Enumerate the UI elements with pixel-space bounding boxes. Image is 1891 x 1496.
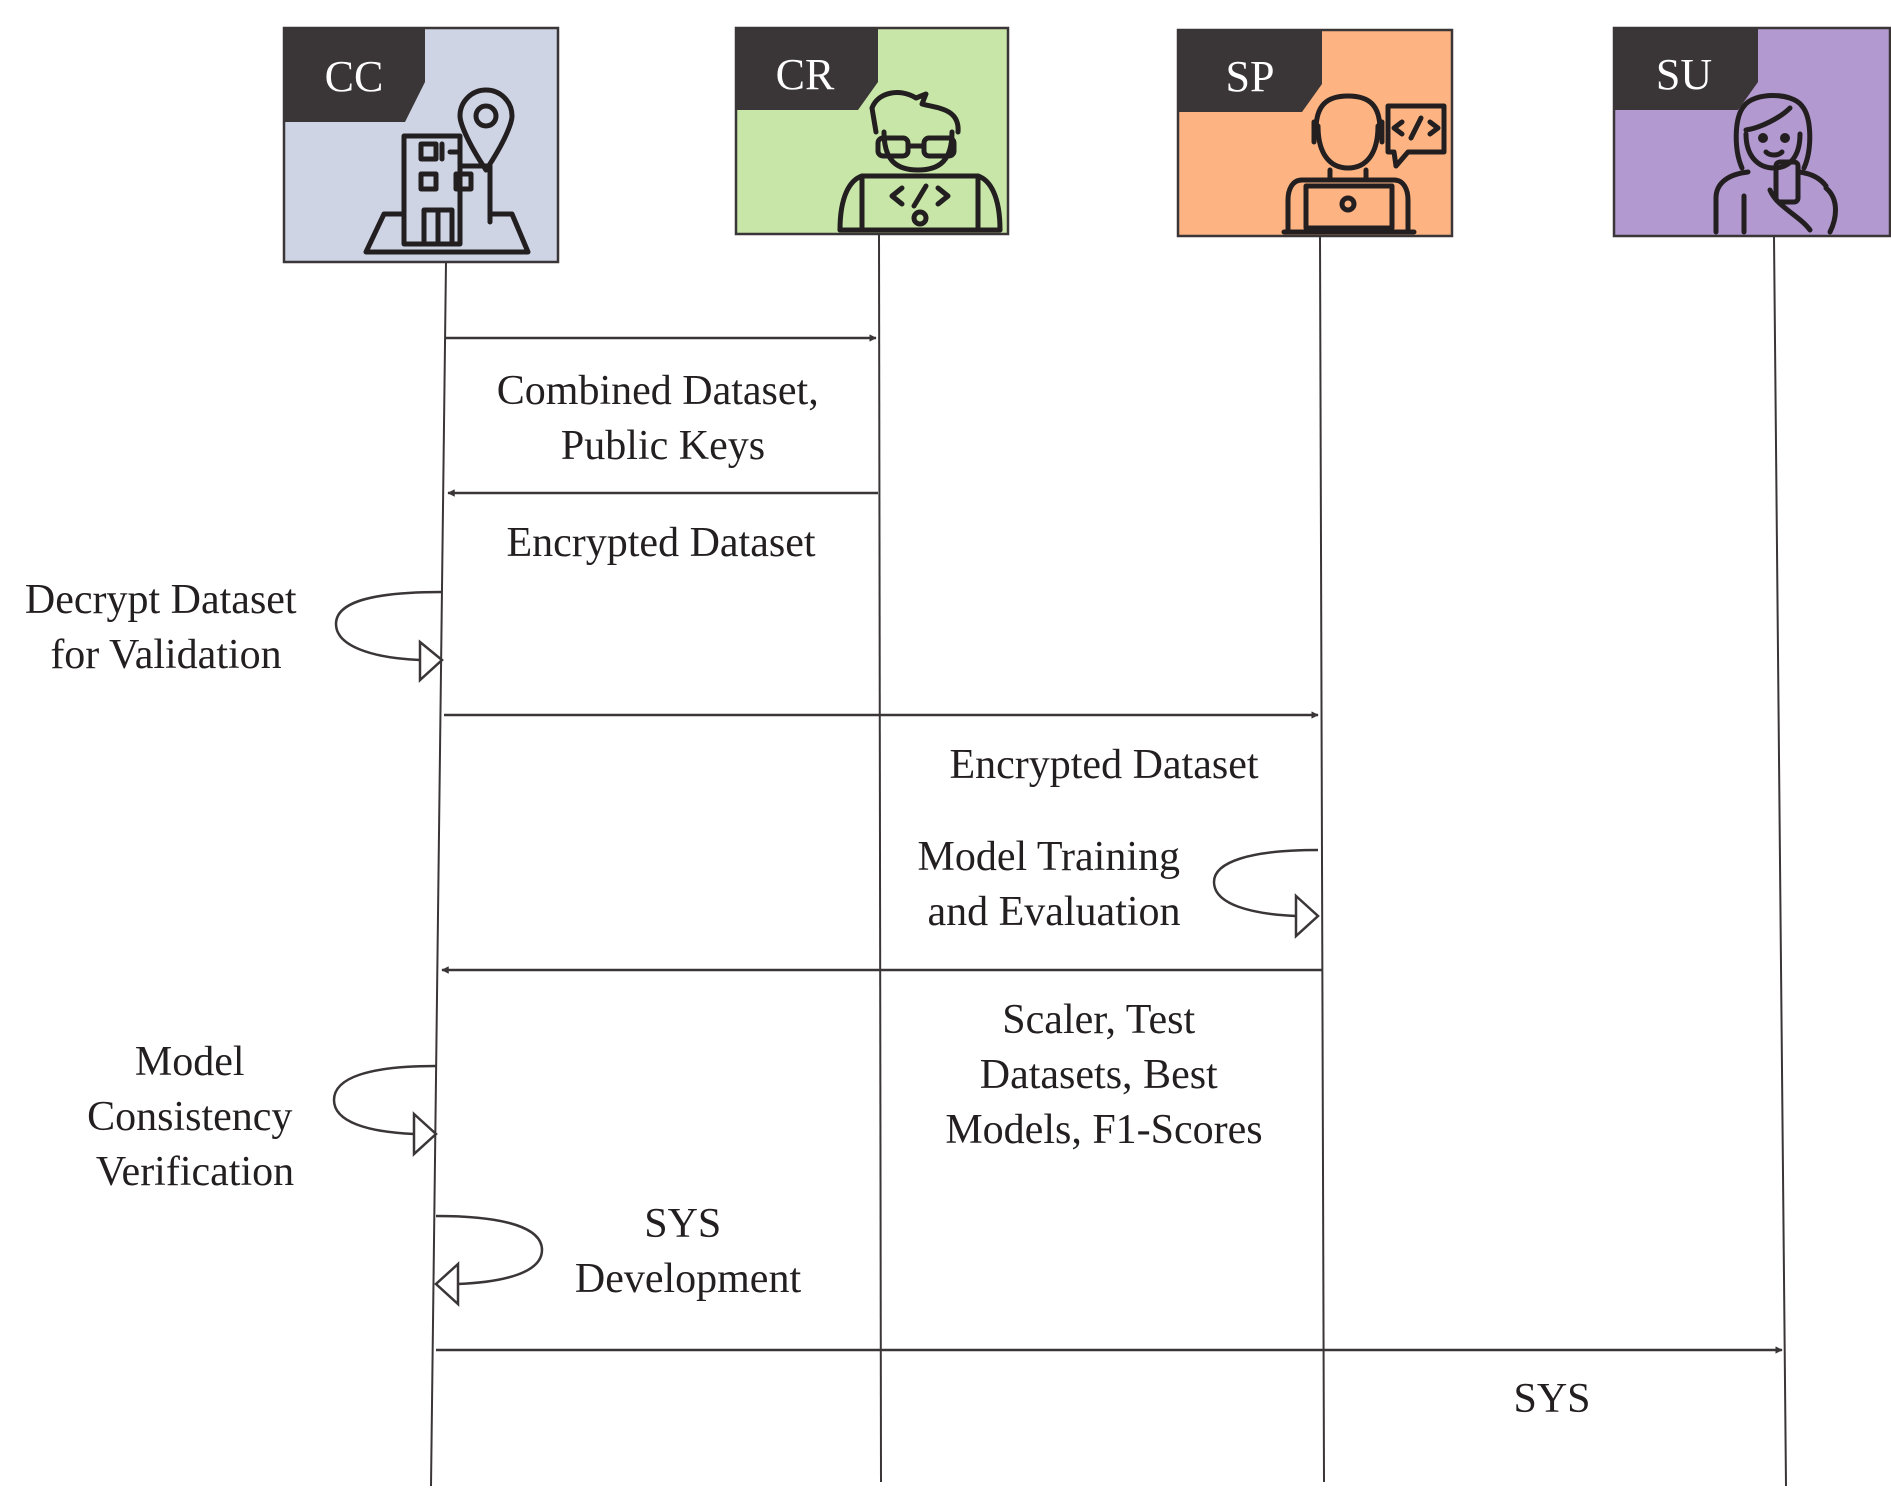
participant-tag bbox=[736, 28, 878, 110]
participant-label: CC bbox=[325, 52, 384, 101]
message-label-3: Decrypt Dataset for Validation bbox=[25, 577, 307, 678]
participant-label: CR bbox=[776, 50, 835, 99]
participant-cr: CR bbox=[734, 26, 1010, 236]
message-label-9: SYS bbox=[1513, 1376, 1590, 1422]
participant-label: SP bbox=[1226, 52, 1275, 101]
message-label-1: Combined Dataset, Public Keys bbox=[497, 368, 829, 469]
participant-label: SU bbox=[1656, 50, 1712, 99]
message-label-5: Model Training and Evaluation bbox=[917, 834, 1190, 935]
open-arrowhead bbox=[1294, 893, 1320, 939]
developer-laptop-icon bbox=[837, 90, 1003, 233]
self-loop-arrow-8 bbox=[435, 1214, 544, 1286]
participant-su: SU bbox=[1612, 26, 1891, 238]
lifeline-cr bbox=[878, 234, 882, 1483]
participant-tag bbox=[284, 28, 425, 122]
open-arrowhead bbox=[412, 1111, 438, 1157]
open-arrowhead bbox=[434, 1261, 460, 1307]
participant-tag bbox=[1178, 30, 1322, 112]
open-arrowhead bbox=[418, 639, 444, 683]
participant-sp: SP bbox=[1176, 28, 1454, 238]
message-label-4: Encrypted Dataset bbox=[949, 742, 1258, 788]
participant-tag bbox=[1614, 28, 1758, 110]
self-loop-arrow-7 bbox=[332, 1064, 437, 1136]
message-label-7: Model Consistency Verification bbox=[87, 1039, 303, 1195]
message-label-2: Encrypted Dataset bbox=[506, 520, 815, 566]
lifeline-su bbox=[1773, 236, 1787, 1487]
user-phone-icon bbox=[1713, 93, 1838, 235]
lifeline-cc bbox=[430, 261, 447, 1487]
message-label-6: Scaler, Test Datasets, Best Models, F1-S… bbox=[945, 997, 1262, 1153]
building-location-icon bbox=[363, 87, 531, 255]
participant-cc: CC bbox=[282, 26, 560, 264]
lifeline-sp bbox=[1319, 236, 1325, 1483]
self-loop-arrow-3 bbox=[334, 590, 443, 662]
coder-chat-icon bbox=[1281, 93, 1447, 235]
message-label-8: SYS Development bbox=[575, 1201, 802, 1302]
self-loop-arrow-5 bbox=[1212, 848, 1319, 918]
